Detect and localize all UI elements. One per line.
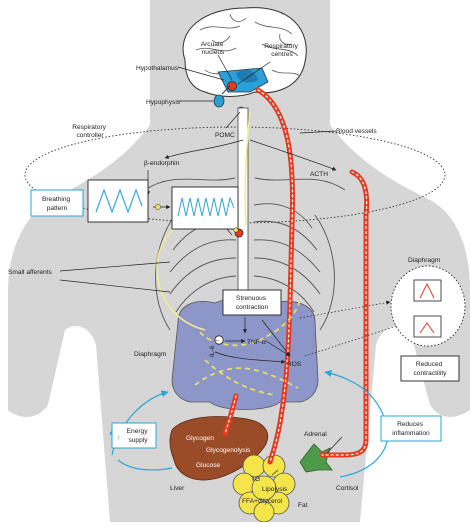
inhibition-symbol <box>214 335 224 345</box>
glucose-label: Glucose <box>196 462 221 469</box>
tnf-alpha-label: TNF-α <box>247 339 266 346</box>
modulated-pattern-box <box>171 186 239 230</box>
ros-label: ROS <box>287 361 302 368</box>
diaphragm-label-right: Diaphragm <box>408 257 441 264</box>
acth-label: ACTH <box>310 171 328 178</box>
glycogen-label: Glycogen <box>186 435 214 442</box>
spinal-cord <box>237 107 249 309</box>
blood-vessels <box>222 87 370 465</box>
minus-sign: − <box>215 338 219 345</box>
strenuous-contraction-label: Strenuous contraction <box>236 295 269 311</box>
respiratory-centres-label: Respiratory centres <box>264 43 300 58</box>
fat-tissue <box>232 454 296 523</box>
hypothalamus-label: Hypothalamus <box>136 65 179 72</box>
lipolysis-label: Lipolysis <box>262 486 288 493</box>
energy-supply-label: Energy supply <box>127 428 150 444</box>
beta-endorphin-label: β-endorphin <box>144 160 180 167</box>
small-afferents-label: Small afferents <box>8 269 53 276</box>
cortisol-label: Cortisol <box>336 485 359 492</box>
reduced-contractility-label: Reduced contractility <box>414 361 448 377</box>
adrenal-label: Adrenal <box>304 431 327 438</box>
breathing-pattern-box <box>30 189 84 217</box>
reduced-contractility-box <box>400 355 460 382</box>
fat-label: Fat <box>298 502 308 509</box>
arcuate-nucleus-label: Arcuate nucleus <box>201 41 226 56</box>
il6-label: IL-6 <box>209 345 216 357</box>
pomc-label: POMC <box>215 132 235 139</box>
strenuous-contraction-box <box>222 289 282 316</box>
respiratory-controller-boundary <box>24 126 446 224</box>
reduces-inflammation-box <box>380 415 442 442</box>
glycogenolysis-label: Glycogenolysis <box>206 447 251 454</box>
reduces-inflammation-label: Reduces inflammation <box>392 421 430 437</box>
diaphragm-label-left: Diaphragm <box>134 351 167 358</box>
ffa-glycerol-label: FFA+Glycerol <box>242 498 283 505</box>
adrenal-gland <box>299 443 333 473</box>
blood-vessels-label: Blood vessels <box>336 128 377 135</box>
diaphragm-inset <box>390 265 466 347</box>
tg-label: TG <box>251 476 260 483</box>
pattern-generator-box <box>87 179 149 223</box>
hypophysis-label: Hypophysis <box>146 99 181 106</box>
respiratory-centre-dot <box>227 81 237 91</box>
liver-label: Liver <box>170 485 185 492</box>
hypophysis-gland <box>213 94 225 108</box>
brain <box>182 7 307 114</box>
breathing-pattern-label: Breathing pattern <box>42 196 72 212</box>
increase-arrow: ↑ <box>117 433 121 442</box>
energy-supply-box <box>111 422 157 449</box>
pointer-lines <box>59 54 431 476</box>
respiratory-controller-label: Respiratory controller <box>72 124 108 139</box>
